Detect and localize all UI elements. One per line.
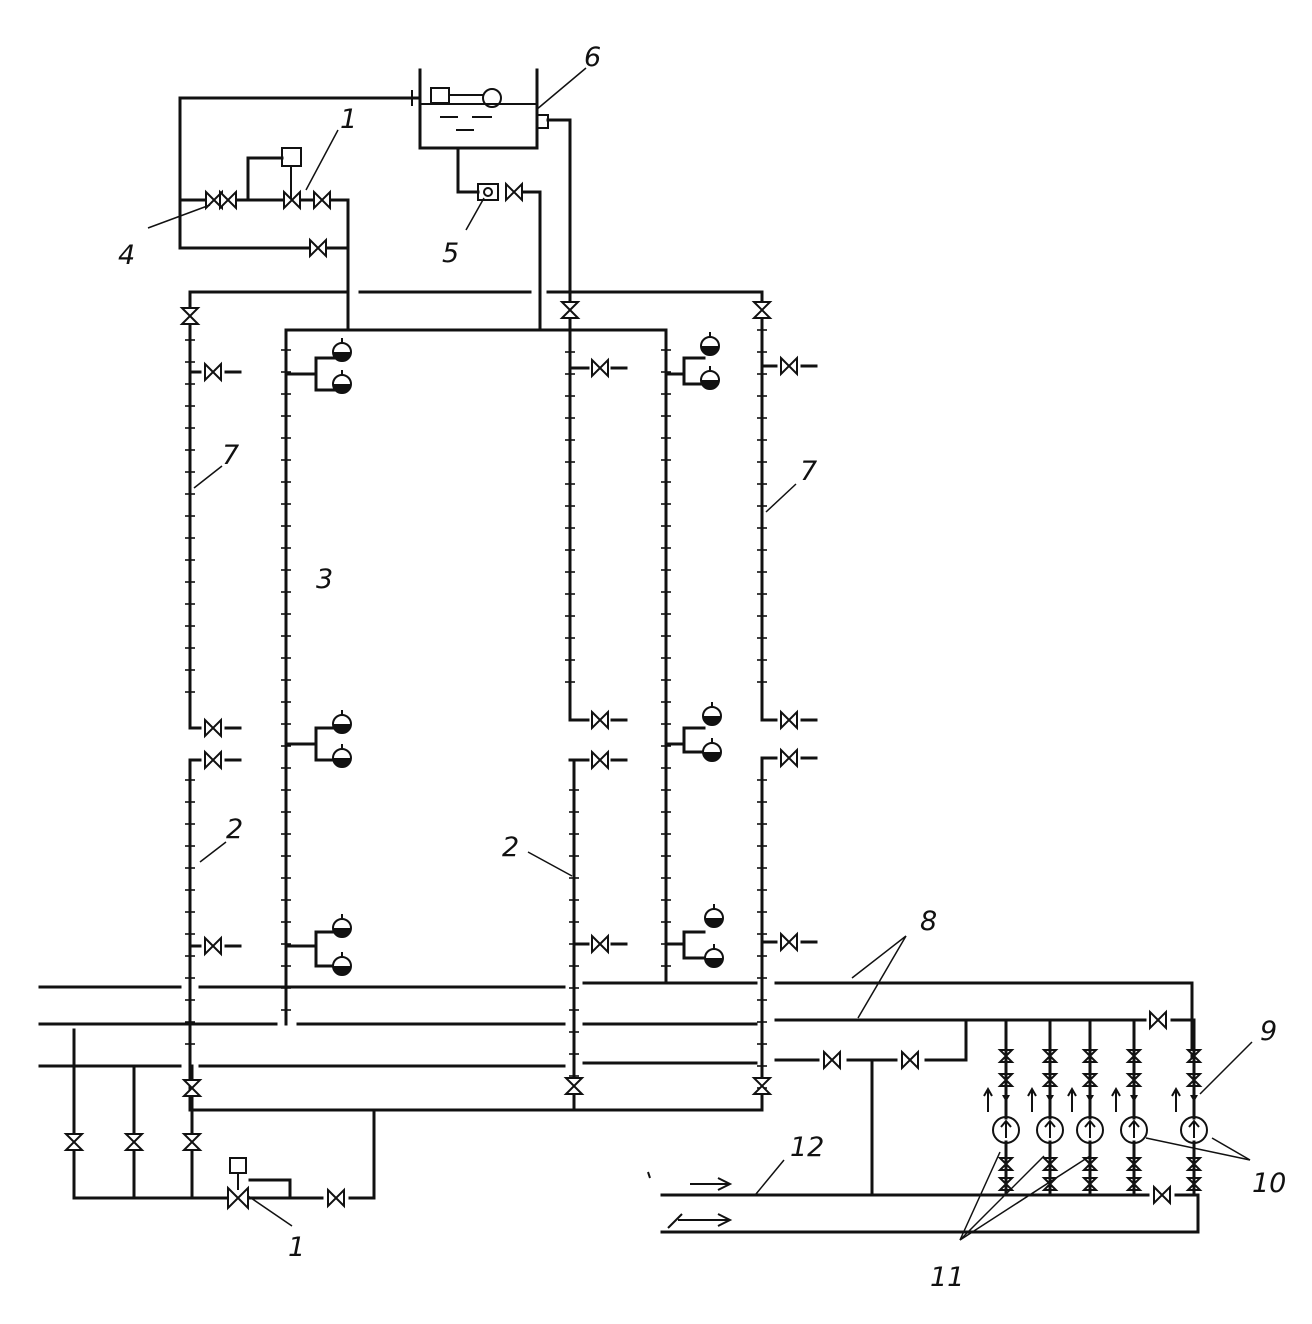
radiator-valve-icon (332, 744, 352, 768)
valve-icon (204, 749, 222, 771)
valve-icon (505, 181, 523, 203)
valve-icon (751, 301, 773, 319)
leader-lines (147, 67, 1253, 1241)
radiator-valve-icon (332, 370, 352, 394)
valve-icon (219, 189, 237, 211)
valve-icon (204, 935, 222, 957)
valve-icon (780, 355, 798, 377)
valve-icon (591, 749, 609, 771)
makeup-pipework (178, 90, 572, 332)
valve-icon (123, 1133, 145, 1151)
pump-icon (992, 1116, 1020, 1144)
valve-icon (823, 1049, 841, 1071)
pump-icon (1120, 1116, 1148, 1144)
label-6: 6 (584, 42, 601, 73)
valve-icon (205, 189, 223, 211)
label-2-right: 2 (502, 832, 519, 863)
valve-icon (563, 1077, 585, 1095)
expansion-tank (418, 68, 549, 150)
pump-icon (1180, 1116, 1208, 1144)
valve-icon (204, 361, 222, 383)
valve-icon (227, 1185, 249, 1211)
valve-icon (181, 1133, 203, 1151)
valve-icon (1153, 1184, 1171, 1206)
label-11: 11 (930, 1262, 964, 1293)
shutoff-valves (63, 181, 1203, 1211)
label-4: 4 (118, 240, 135, 271)
valve-icon (181, 1079, 203, 1097)
valve-icon (204, 717, 222, 739)
valve-icon (179, 307, 201, 325)
pump-branch (1067, 1018, 1104, 1197)
radiator-valve-icon (700, 332, 720, 356)
valve-icon (309, 237, 327, 259)
radiator-valve-icon (332, 710, 352, 734)
label-7-right: 7 (800, 456, 817, 487)
valve-icon (313, 189, 331, 211)
radiator-valve-icon (702, 738, 722, 762)
valve-icon (780, 931, 798, 953)
radiator-heads (332, 332, 724, 976)
label-1-top: 1 (340, 104, 357, 135)
label-2-left: 2 (226, 814, 243, 845)
valve-icon (901, 1049, 919, 1071)
riser-pipe-markers (185, 329, 767, 1089)
radiator-valve-icon (700, 366, 720, 390)
main-pipes (38, 290, 1200, 1234)
radiator-valve-icon (704, 944, 724, 968)
radiator-valve-icon (332, 914, 352, 938)
pump-branch (983, 1018, 1020, 1197)
radiator-valve-icon (332, 338, 352, 362)
pump-branch (1111, 1018, 1148, 1197)
valve-icon (780, 709, 798, 731)
pump-icon (1076, 1116, 1104, 1144)
valve-icon (780, 747, 798, 769)
label-7-left: 7 (222, 440, 239, 471)
radiator-valve-icon (702, 702, 722, 726)
label-3: 3 (316, 564, 333, 595)
valve-icon (591, 709, 609, 731)
valve-icon (283, 189, 301, 211)
pump-branch (1027, 1018, 1064, 1197)
radiator-valve-icon (704, 904, 724, 928)
valve-icon (559, 301, 581, 319)
valve-icon (1149, 1009, 1167, 1031)
label-9: 9 (1260, 1016, 1277, 1047)
valve-icon (591, 357, 609, 379)
label-12: 12 (790, 1132, 824, 1163)
label-5: 5 (442, 238, 459, 269)
radiator-stubs (224, 364, 818, 948)
label-10: 10 (1252, 1168, 1286, 1199)
valve-icon (751, 1077, 773, 1095)
valve-icon (591, 933, 609, 955)
radiator-pairs (314, 356, 706, 968)
label-8: 8 (920, 906, 937, 937)
pump-icon (1036, 1116, 1064, 1144)
callout-labels: 1 4 5 6 7 3 7 2 2 8 9 12 10 11 1 (118, 42, 1286, 1293)
label-1-bottom: 1 (288, 1232, 305, 1263)
valve-icon (327, 1187, 345, 1209)
valve-icon (63, 1133, 85, 1151)
circulation-pumps (983, 1018, 1208, 1197)
radiator-valve-icon (332, 952, 352, 976)
pump-branch (1171, 1018, 1208, 1197)
